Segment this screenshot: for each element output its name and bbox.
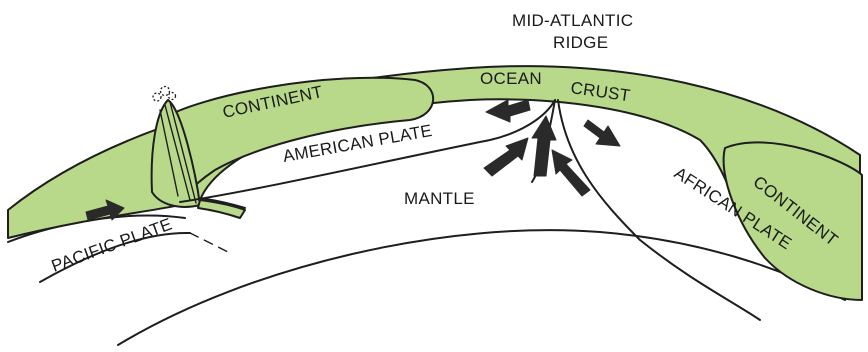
label-mantle: MANTLE — [404, 189, 475, 208]
label-ridge: RIDGE — [553, 33, 608, 52]
subducting-slab-strip — [198, 200, 245, 218]
label-ocean: OCEAN — [480, 69, 542, 88]
arrow-ridge-left — [486, 100, 530, 122]
pacific-plate-dashed-continuation — [190, 233, 228, 252]
label-mid-atlantic: MID-ATLANTIC — [512, 11, 633, 30]
arrow-mantle-up-left — [484, 138, 528, 176]
arrow-ridge-right — [584, 120, 620, 146]
mantle-boundary-curve — [118, 230, 845, 345]
volcano-icon — [153, 87, 176, 102]
arrow-mantle-up-center — [532, 116, 556, 176]
